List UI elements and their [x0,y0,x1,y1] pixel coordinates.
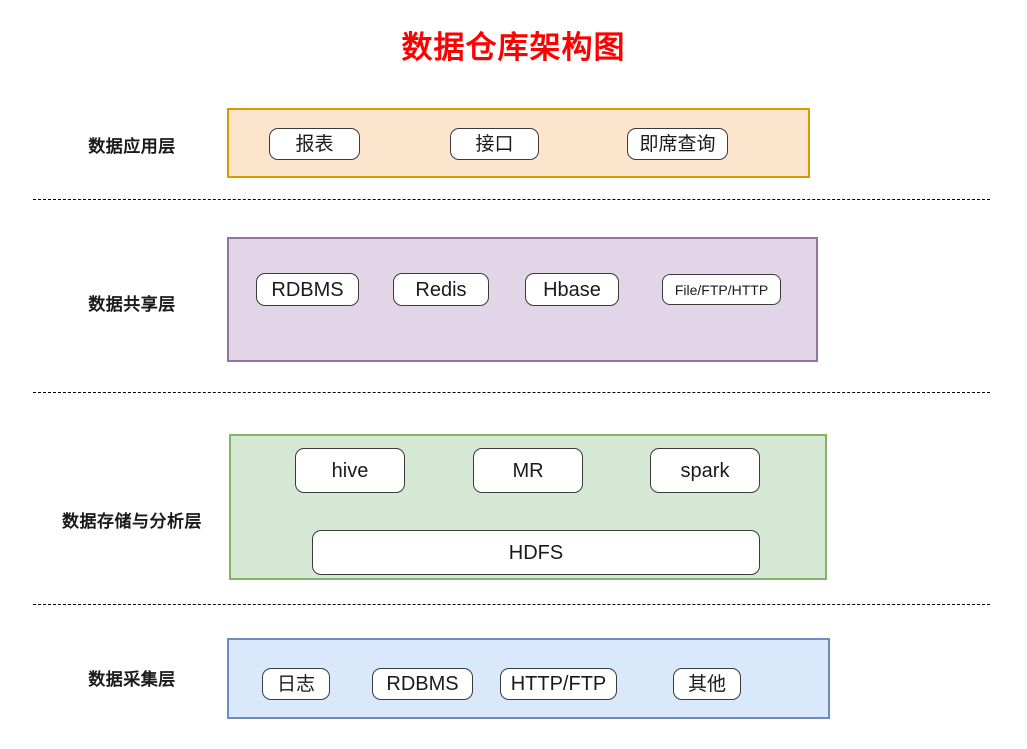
layer-container-application: 报表 接口 即席查询 [227,108,810,178]
node-collection-2[interactable]: HTTP/FTP [500,668,617,700]
divider-1 [33,199,990,200]
node-sharing-0[interactable]: RDBMS [256,273,359,306]
node-sharing-2[interactable]: Hbase [525,273,619,306]
node-storage-analysis-1[interactable]: MR [473,448,583,493]
layer-container-sharing: RDBMS Redis Hbase File/FTP/HTTP [227,237,818,362]
node-collection-3[interactable]: 其他 [673,668,741,700]
layer-label-collection: 数据采集层 [88,670,176,689]
layer-container-storage-analysis: hive MR spark HDFS [229,434,827,580]
layer-label-application: 数据应用层 [88,137,176,156]
layer-label-storage-analysis: 数据存储与分析层 [62,512,202,531]
layer-label-sharing: 数据共享层 [88,295,176,314]
page-title: 数据仓库架构图 [401,30,626,65]
node-storage-analysis-2[interactable]: spark [650,448,760,493]
node-collection-0[interactable]: 日志 [262,668,330,700]
node-storage-analysis-0[interactable]: hive [295,448,405,493]
node-storage-analysis-3[interactable]: HDFS [312,530,760,575]
node-sharing-3[interactable]: File/FTP/HTTP [662,274,781,305]
node-application-0[interactable]: 报表 [269,128,360,160]
node-sharing-1[interactable]: Redis [393,273,489,306]
node-application-2[interactable]: 即席查询 [627,128,728,160]
divider-2 [33,392,990,393]
divider-3 [33,604,990,605]
node-collection-1[interactable]: RDBMS [372,668,473,700]
node-application-1[interactable]: 接口 [450,128,539,160]
layer-container-collection: 日志 RDBMS HTTP/FTP 其他 [227,638,830,719]
